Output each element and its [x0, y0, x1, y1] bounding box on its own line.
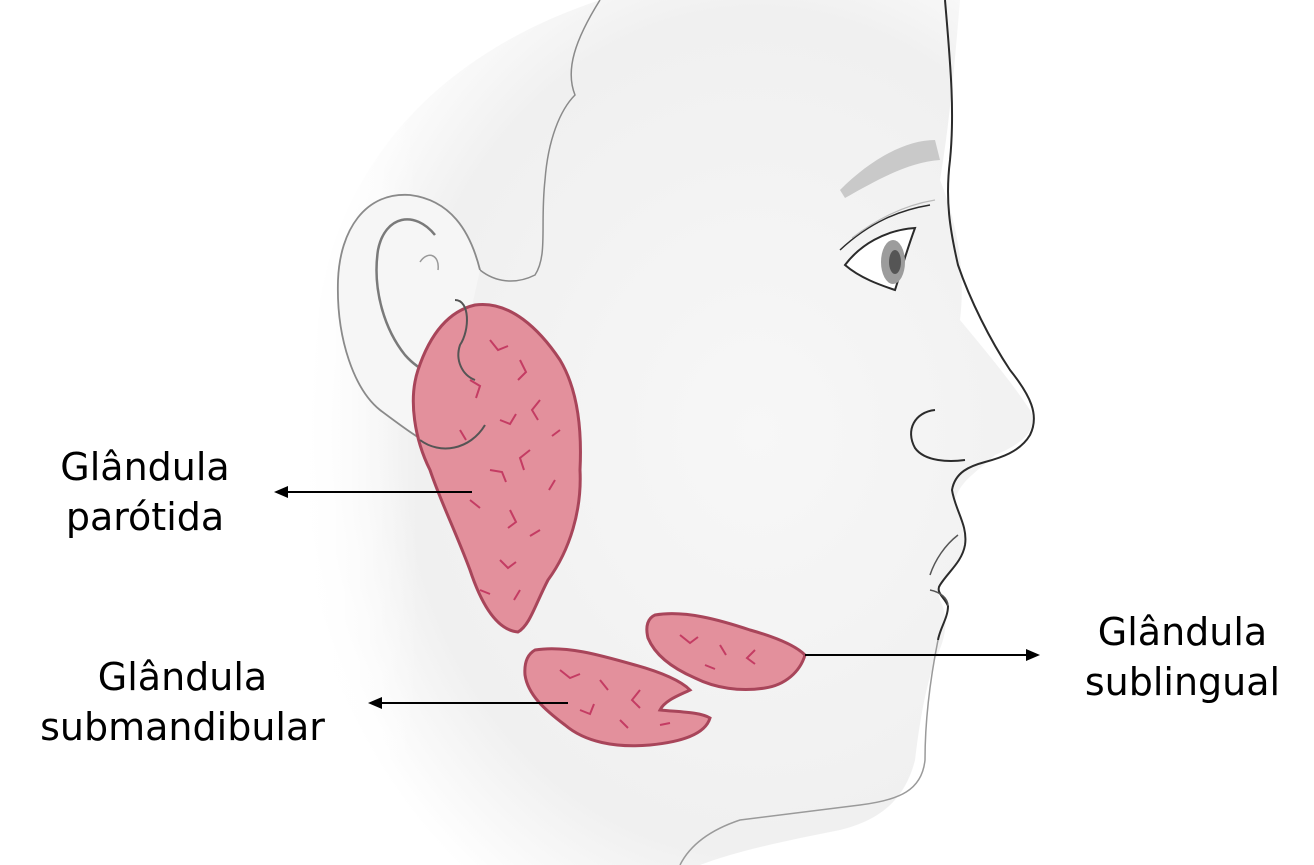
eyebrow [840, 140, 940, 198]
face-profile-outline [937, 0, 1035, 641]
lips [929, 534, 959, 607]
eye [839, 199, 936, 292]
label-submandibular-line1: Glândula [97, 655, 268, 699]
label-parotid-line2: parótida [65, 495, 225, 539]
label-parotid-gland: Glândula parótida [30, 442, 260, 542]
label-submandibular-line2: submandibular [40, 705, 325, 749]
submandibular-gland [523, 647, 712, 748]
sublingual-veins [679, 634, 756, 670]
label-sublingual-line1: Glândula [1097, 610, 1268, 654]
label-parotid-line1: Glândula [60, 445, 230, 489]
label-submandibular-gland: Glândula submandibular [20, 652, 345, 752]
label-sublingual-line2: sublingual [1084, 660, 1281, 704]
sublingual-gland [645, 612, 807, 692]
jaw-outline [679, 639, 939, 865]
parotid-veins [459, 339, 561, 601]
head-back-contour [479, 0, 601, 282]
face-skin [309, 0, 1033, 865]
fade-overlay [300, 0, 420, 865]
nostril [910, 409, 966, 462]
parotid-gland [411, 299, 582, 634]
label-sublingual-gland: Glândula sublingual [1070, 607, 1295, 707]
leader-arrows [274, 486, 1040, 709]
submandibular-veins [559, 669, 671, 729]
